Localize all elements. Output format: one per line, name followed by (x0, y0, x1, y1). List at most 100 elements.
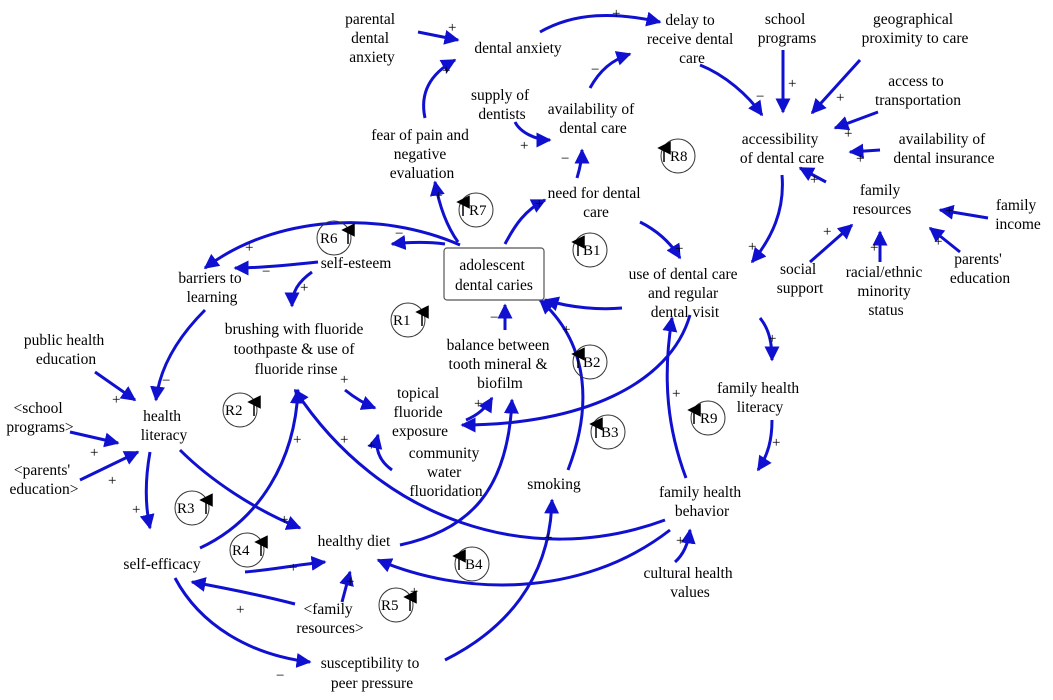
loop-R9: R9 (687, 400, 726, 436)
link-use-to-caries (543, 296, 623, 312)
polarity-minus: − (490, 310, 498, 326)
node-accessibility-of-dental-care: accessibility of dental care (740, 131, 824, 167)
loop-label: B3 (601, 425, 619, 441)
polarity-plus: + (300, 280, 308, 296)
node-self-efficacy: self-efficacy (123, 556, 200, 573)
variable-labels: parental dental anxiety dental anxiety d… (6, 11, 1041, 692)
loop-label: R7 (469, 203, 487, 219)
loop-label: B2 (583, 355, 601, 371)
polarity-plus: + (836, 90, 844, 106)
polarity-plus: + (90, 445, 98, 461)
polarity-plus: + (768, 331, 776, 347)
loop-R6: R6 (316, 220, 355, 256)
adolescent-caries-box (443, 247, 545, 301)
node-school-programs-ref: <school programs> (6, 400, 73, 436)
node-need-for-dental-care: need for dental care (548, 185, 645, 221)
loop-R2: R2 (222, 392, 261, 428)
polarity-plus: + (112, 392, 120, 408)
link-health-literacy-to-self-efficacy (139, 451, 155, 530)
node-community-water-fluoridation: community water fluoridation (409, 445, 483, 500)
polarity-minus: − (561, 151, 569, 167)
node-availability-of-dental-insurance: availability of dental insurance (893, 131, 994, 167)
node-family-health-behavior: family health behavior (659, 484, 745, 520)
node-access-to-transportation: access to transportation (875, 73, 961, 109)
polarity-plus: + (340, 372, 348, 388)
polarity-minus: − (756, 89, 764, 105)
loop-label: R8 (670, 149, 688, 165)
loop-markers: R8 R7 R6 B1 R1 B2 R2 (174, 138, 726, 623)
link-supply-to-availability (513, 121, 552, 148)
polarity-plus: + (676, 533, 684, 549)
polarity-plus: + (367, 438, 375, 454)
node-susceptibility-to-peer-pressure: susceptibility to peer pressure (321, 655, 423, 692)
polarity-plus: + (562, 322, 570, 338)
link-use-to-topical (460, 314, 692, 433)
node-geographical-proximity: geographical proximity to care (862, 11, 969, 47)
polarity-plus: + (934, 234, 942, 250)
link-barriers-to-health-literacy (150, 308, 207, 402)
link-family-behavior-to-brushing (293, 388, 666, 541)
link-susceptibility-to-smoking (444, 498, 560, 662)
polarity-plus: + (844, 126, 852, 142)
polarity-plus: + (434, 188, 442, 204)
node-fear-of-pain: fear of pain and negative evaluation (371, 127, 473, 182)
loop-R8: R8 (657, 138, 696, 174)
link-parental-anxiety-to-dental-anxiety (417, 29, 460, 45)
node-self-esteem: self-esteem (321, 255, 392, 272)
link-family-health-literacy-to-behavior (756, 419, 774, 472)
link-geographical-to-accessibility (810, 58, 862, 115)
polarity-plus: + (856, 151, 864, 167)
polarity-plus: + (442, 63, 450, 79)
node-dental-anxiety: dental anxiety (474, 40, 562, 57)
node-parents-education-ref: <parents' education> (10, 462, 79, 498)
link-cultural-to-family-behavior (673, 528, 696, 564)
node-parents-education: parents' education (950, 251, 1011, 287)
node-use-of-dental-care: use of dental care and regular dental vi… (629, 266, 742, 321)
polarity-plus: + (236, 602, 244, 618)
link-family-resources-to-accessibility (798, 166, 827, 184)
polarity-plus: + (474, 396, 482, 412)
loop-R7: R7 (456, 192, 494, 228)
link-smoking-to-caries (538, 298, 585, 471)
node-racial-ethnic-minority-status: racial/ethnic minority status (846, 264, 926, 319)
link-public-health-to-health-literacy (94, 370, 137, 402)
polarity-plus: + (280, 512, 288, 528)
polarity-plus: + (293, 432, 301, 448)
polarity-plus: + (748, 239, 756, 255)
node-smoking: smoking (527, 476, 581, 493)
node-cultural-health-values: cultural health values (644, 565, 737, 601)
polarity-plus: + (245, 240, 253, 256)
link-family-resources-ref-to-self-efficacy (190, 577, 296, 606)
polarity-plus: + (448, 20, 456, 36)
polarity-plus: + (132, 502, 140, 518)
link-brushing-to-topical (344, 388, 377, 410)
polarity-minus: − (162, 373, 170, 389)
node-topical-fluoride-exposure: topical fluoride exposure (392, 385, 448, 440)
loop-B3: B3 (589, 414, 626, 450)
node-brushing-with-fluoride: brushing with fluoride toothpaste & use … (225, 321, 368, 378)
link-self-efficacy-to-brushing (199, 388, 305, 550)
loop-label: B1 (583, 243, 601, 259)
link-caries-to-fear (429, 180, 460, 243)
link-parents-education-to-family-resources (928, 226, 961, 254)
link-family-resources-ref-to-diet (339, 570, 354, 603)
links (69, 11, 989, 668)
polarity-minus: − (262, 264, 270, 280)
loop-label: B4 (465, 557, 483, 573)
link-water-to-topical (367, 433, 393, 472)
loop-label: R4 (232, 543, 250, 559)
polarity-plus: + (520, 138, 528, 154)
loop-R3: R3 (174, 490, 213, 526)
loop-label: R2 (225, 403, 243, 419)
loop-B4: B4 (452, 546, 490, 582)
polarity-plus: + (672, 386, 680, 402)
node-supply-of-dentists: supply of dentists (471, 87, 533, 123)
link-self-esteem-to-barriers (233, 260, 319, 276)
link-self-efficacy-to-diet (244, 555, 327, 574)
link-family-behavior-to-use (662, 316, 688, 479)
node-family-health-literacy: family health literacy (717, 380, 803, 416)
link-diet-to-balance (399, 398, 519, 547)
link-accessibility-to-use (750, 174, 784, 264)
